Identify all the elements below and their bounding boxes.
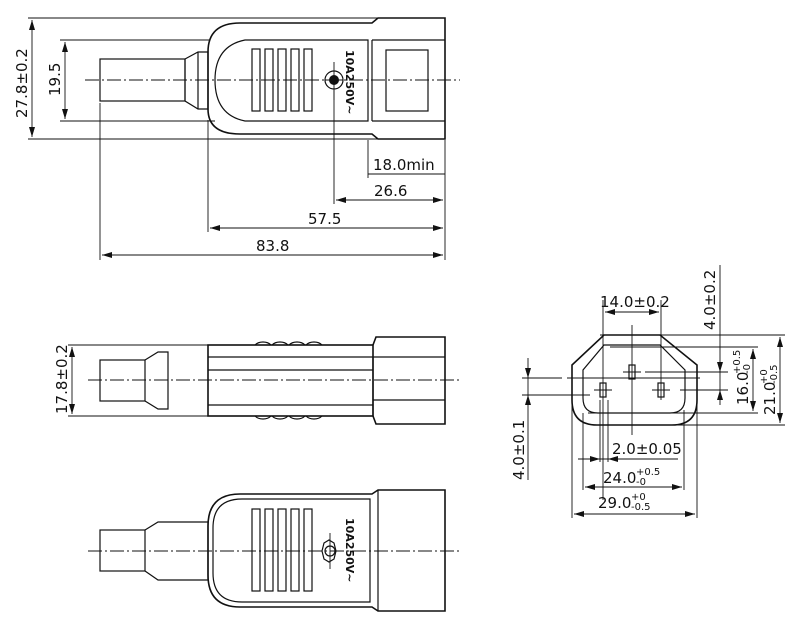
grip-ribs [254,341,323,420]
svg-text:21.0: 21.0 [761,382,779,415]
svg-text:-0: -0 [742,364,753,374]
dim-inner-width: 24.0 +0.5 -0 [603,467,660,488]
dim-side-height: 17.8±0.2 [53,344,71,414]
svg-text:-0.5: -0.5 [769,364,780,384]
dim-body-length: 57.5 [308,210,341,228]
svg-text:16.0: 16.0 [734,372,752,405]
dim-entry-depth: 18.0min [373,156,435,174]
dim-outer-width: 29.0 +0 -0.5 [598,492,651,513]
svg-text:+0.5: +0.5 [732,350,743,374]
svg-text:24.0: 24.0 [603,469,636,487]
dim-earth-offset: 4.0±0.2 [701,270,719,330]
rating-label: 10A250V~ [343,50,356,115]
screw-icon [324,62,344,100]
svg-text:+0: +0 [759,369,770,384]
dim-screw-to-front: 26.6 [374,182,407,200]
dim-pin-width: 2.0±0.05 [612,440,682,458]
top-view: 10A250V~ 27.8±0.2 19.5 18.0min 26.6 57.5 [13,17,460,260]
front-view: 14.0±0.2 4.0±0.2 16.0 +0.5 -0 21.0 +0 -0… [510,265,785,518]
side-view: 17.8±0.2 [53,336,460,425]
dim-pin-offset: 4.0±0.1 [510,420,528,480]
svg-text:+0: +0 [631,492,646,503]
dim-outer-height: 21.0 +0 -0.5 [759,364,780,415]
dim-body-height: 19.5 [46,63,64,96]
svg-text:-0.5: -0.5 [631,502,651,513]
grip-ribs [251,508,313,592]
svg-text:+0.5: +0.5 [636,467,660,478]
dim-inner-height: 16.0 +0.5 -0 [732,350,753,405]
strain-relief [184,51,209,110]
socket-window [385,49,429,112]
bottom-view: 10A250V~ [88,489,460,612]
connector-body [207,17,446,140]
hex-nut-icon [321,533,337,569]
grip-ribs [251,48,313,112]
svg-text:29.0: 29.0 [598,494,631,512]
dim-overall-length: 83.8 [256,237,289,255]
rating-label: 10A250V~ [343,518,356,583]
dim-pin-spacing: 14.0±0.2 [600,293,670,311]
dim-overall-height: 27.8±0.2 [13,48,31,118]
svg-text:-0: -0 [636,477,646,488]
